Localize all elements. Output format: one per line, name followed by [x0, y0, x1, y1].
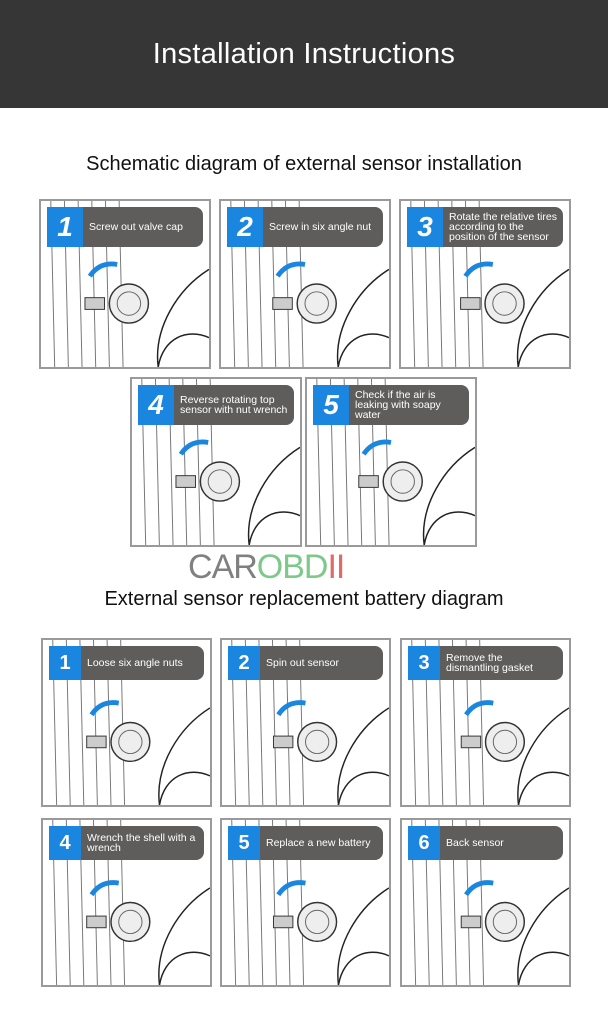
hand-icon [157, 333, 209, 367]
sensor-icon [296, 283, 337, 324]
arrow-icon [275, 261, 306, 278]
hand-icon [337, 951, 389, 985]
hand-icon [517, 333, 569, 367]
sensor-icon [484, 283, 525, 324]
header-banner: Installation Instructions [0, 0, 608, 108]
sensor-icon [484, 901, 526, 943]
sensor-icon [110, 901, 151, 943]
step-text: Wrench the shell with a wrench [81, 826, 204, 860]
arrow-icon [276, 880, 306, 897]
section-title-installation: Schematic diagram of external sensor ins… [86, 153, 522, 175]
step-text: Reverse rotating top sensor with nut wre… [174, 385, 294, 425]
valve-icon [175, 475, 196, 488]
hand-icon [517, 771, 569, 805]
step-text: Rotate the relative tires according to t… [443, 207, 563, 247]
valve-icon [86, 915, 107, 929]
arrow-icon [87, 261, 118, 278]
sensor-icon [484, 721, 526, 763]
step-number: 1 [49, 646, 81, 680]
arrow-icon [89, 700, 120, 717]
valve-icon [460, 735, 482, 749]
step-number: 6 [408, 826, 440, 860]
hand-icon [517, 951, 569, 985]
sensor-icon [108, 283, 150, 324]
arrow-icon [276, 700, 306, 717]
step-number: 2 [228, 646, 260, 680]
arrow-icon [464, 700, 494, 717]
valve-icon [272, 735, 294, 749]
step-text: Remove the dismantling gasket [440, 646, 563, 680]
valve-icon [460, 915, 482, 929]
sensor-icon [297, 721, 338, 763]
arrow-icon [464, 880, 494, 897]
step-number: 2 [227, 207, 263, 247]
valve-icon [84, 297, 105, 310]
watermark-logo: CAROBDII [188, 548, 345, 586]
step-number: 3 [407, 207, 443, 247]
section-title-battery: External sensor replacement battery diag… [104, 588, 504, 610]
hand-icon [248, 511, 300, 545]
step-text: Replace a new battery [260, 826, 383, 860]
step-text: Screw in six angle nut [263, 207, 383, 247]
illustration [141, 379, 300, 545]
step-text: Loose six angle nuts [81, 646, 204, 680]
valve-icon [460, 297, 481, 310]
sensor-icon [199, 461, 241, 502]
arrow-icon [463, 261, 494, 278]
sensor-icon [297, 901, 338, 943]
hand-icon [158, 771, 210, 805]
step-text: Screw out valve cap [83, 207, 203, 247]
valve-icon [86, 735, 107, 749]
step-number: 4 [49, 826, 81, 860]
arrow-icon [178, 439, 209, 456]
illustration [316, 379, 475, 545]
step-text: Back sensor [440, 826, 563, 860]
hand-icon [337, 771, 389, 805]
step-text: Spin out sensor [260, 646, 383, 680]
illustration [52, 640, 210, 805]
step-text: Check if the air is leaking with soapy w… [349, 385, 469, 425]
arrow-icon [361, 439, 392, 456]
arrow-icon [89, 880, 120, 897]
hand-icon [423, 511, 475, 545]
hand-icon [158, 951, 210, 985]
sensor-icon [110, 721, 151, 763]
page-title: Installation Instructions [152, 37, 456, 70]
step-number: 5 [313, 385, 349, 425]
valve-icon [272, 297, 293, 310]
step-number: 4 [138, 385, 174, 425]
sensor-icon [382, 461, 423, 502]
step-number: 1 [47, 207, 83, 247]
step-number: 3 [408, 646, 440, 680]
valve-icon [272, 915, 294, 929]
valve-icon [358, 475, 379, 488]
hand-icon [337, 333, 389, 367]
step-number: 5 [228, 826, 260, 860]
